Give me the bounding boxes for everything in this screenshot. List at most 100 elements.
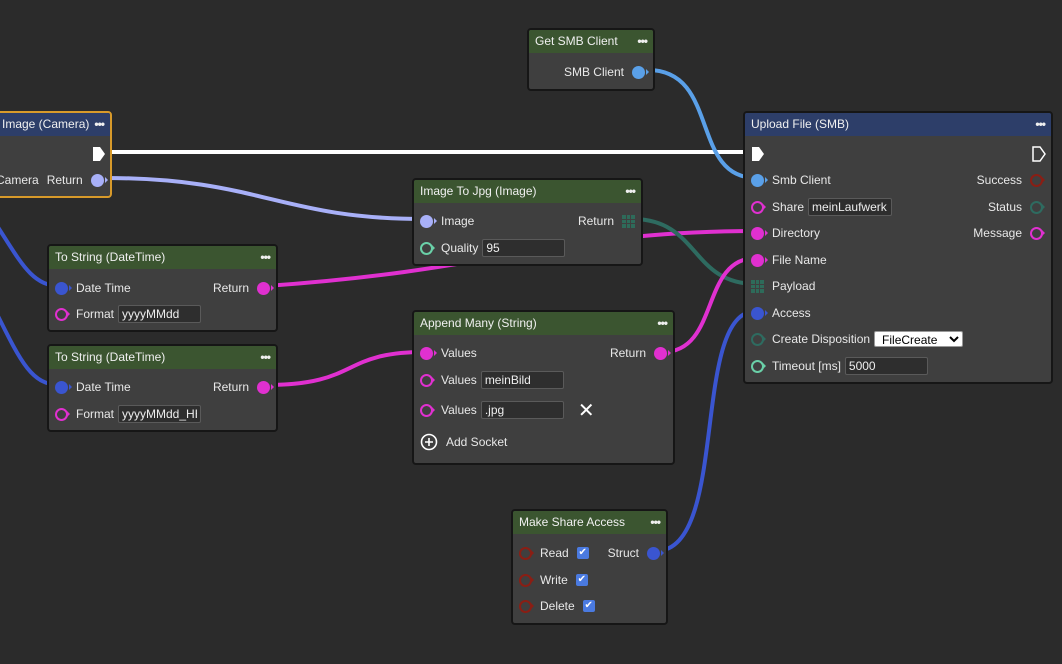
- node-get-smb-client[interactable]: Get SMB Client••• SMB Client: [527, 28, 655, 91]
- share-input[interactable]: [808, 198, 893, 216]
- node-image-to-jpg[interactable]: Image To Jpg (Image)••• Image Quality Re…: [412, 178, 643, 266]
- input-label: Values: [441, 403, 477, 417]
- filename-wire: [662, 256, 757, 354]
- smb-pin-icon[interactable]: [751, 173, 768, 187]
- delete-checkbox[interactable]: ✔: [582, 600, 595, 612]
- image-wire: [104, 176, 425, 221]
- node-title: Image (Camera): [2, 117, 90, 131]
- input-label: Format: [76, 307, 115, 321]
- output-label: Return: [212, 281, 249, 295]
- string-pin-icon[interactable]: [654, 346, 671, 360]
- timeout-input[interactable]: [844, 357, 928, 375]
- output-label: Status: [987, 200, 1022, 214]
- bytes-pin-icon[interactable]: [622, 214, 635, 228]
- struct-pin-icon[interactable]: [647, 546, 664, 560]
- payload-wire: [631, 217, 757, 286]
- bytes-pin-icon[interactable]: [751, 279, 764, 293]
- exec-out-icon[interactable]: [92, 146, 106, 162]
- node-make-share-access[interactable]: Make Share Access••• Read✔ Write✔ Delete…: [511, 509, 668, 625]
- number-pin-icon[interactable]: [751, 359, 766, 373]
- input-label: Values: [441, 346, 477, 360]
- node-upload-file-smb[interactable]: Upload File (SMB) ••• Smb Client Share Di…: [743, 111, 1053, 384]
- node-title: Make Share Access: [519, 515, 626, 529]
- output-label: Message: [973, 226, 1022, 240]
- add-socket-button[interactable]: Add Socket: [420, 432, 515, 452]
- input-label: Timeout [ms]: [772, 359, 841, 373]
- image-pin-icon[interactable]: [90, 173, 108, 187]
- input-label: Date Time: [76, 380, 131, 394]
- string-pin-icon[interactable]: [420, 403, 435, 417]
- output-label: Success: [976, 173, 1022, 187]
- string-pin-icon[interactable]: [751, 253, 768, 267]
- number-pin-icon[interactable]: [420, 241, 435, 255]
- filename-part-wire: [265, 350, 425, 387]
- string-pin-icon[interactable]: [751, 226, 768, 240]
- input-label: Write: [540, 573, 568, 587]
- values-input[interactable]: [480, 401, 564, 419]
- access-wire: [655, 309, 757, 553]
- format-input[interactable]: [118, 305, 202, 323]
- format-input[interactable]: [118, 405, 202, 423]
- bool-pin-icon[interactable]: [519, 546, 534, 560]
- output-label: Return: [577, 214, 614, 228]
- more-dots-icon[interactable]: •••: [650, 515, 661, 529]
- more-dots-icon[interactable]: •••: [625, 184, 636, 198]
- string-pin-icon[interactable]: [55, 407, 70, 421]
- image-pin-icon[interactable]: [420, 214, 437, 228]
- string-pin-icon[interactable]: [1030, 226, 1045, 240]
- output-label: Struct: [607, 546, 639, 560]
- values-input[interactable]: [480, 371, 564, 389]
- node-to-string-datetime-1[interactable]: To String (DateTime)••• Date Time Format…: [47, 244, 278, 332]
- read-checkbox[interactable]: ✔: [576, 547, 589, 559]
- struct-pin-icon[interactable]: [55, 380, 72, 394]
- string-pin-icon[interactable]: [751, 200, 766, 214]
- more-dots-icon[interactable]: •••: [657, 316, 668, 330]
- input-label: Smb Client: [772, 173, 831, 187]
- node-title: Upload File (SMB): [751, 117, 850, 131]
- output-label: Return: [609, 346, 646, 360]
- bool-pin-icon[interactable]: [1030, 173, 1045, 187]
- string-pin-icon[interactable]: [55, 307, 70, 321]
- enum-pin-icon[interactable]: [1030, 200, 1045, 214]
- input-label: Payload: [772, 279, 816, 293]
- bool-pin-icon[interactable]: [519, 599, 534, 613]
- input-label: Share: [772, 200, 805, 214]
- input-label: Format: [76, 407, 115, 421]
- remove-socket-icon[interactable]: ✕: [577, 399, 595, 422]
- quality-input[interactable]: [482, 239, 566, 257]
- add-socket-label: Add Socket: [446, 435, 508, 449]
- more-dots-icon[interactable]: •••: [1035, 117, 1046, 131]
- input-label: Camera: [0, 173, 39, 187]
- input-label: Read: [540, 546, 569, 560]
- input-label: Values: [441, 373, 477, 387]
- more-dots-icon[interactable]: •••: [94, 117, 105, 131]
- more-dots-icon[interactable]: •••: [260, 350, 271, 364]
- input-label: Directory: [772, 226, 821, 240]
- exec-out-icon[interactable]: [1032, 146, 1046, 162]
- input-label: Quality: [441, 241, 479, 255]
- node-append-many-string[interactable]: Append Many (String) ••• Values Values Va…: [412, 310, 675, 465]
- node-title: Get SMB Client: [535, 34, 618, 48]
- string-pin-icon[interactable]: [257, 380, 274, 394]
- more-dots-icon[interactable]: •••: [637, 34, 648, 48]
- bool-pin-icon[interactable]: [519, 573, 534, 587]
- more-dots-icon[interactable]: •••: [260, 250, 271, 264]
- create-disposition-select[interactable]: FileCreate: [874, 331, 964, 347]
- node-to-string-datetime-2[interactable]: To String (DateTime) ••• Date Time Format…: [47, 344, 278, 432]
- node-title: To String (DateTime): [55, 350, 166, 364]
- write-checkbox[interactable]: ✔: [575, 574, 588, 586]
- string-pin-icon[interactable]: [420, 373, 435, 387]
- node-title: Append Many (String): [420, 316, 537, 330]
- string-pin-icon[interactable]: [257, 281, 274, 295]
- input-label: Image: [441, 214, 475, 228]
- exec-in-icon[interactable]: [751, 146, 765, 162]
- smb-pin-icon[interactable]: [632, 65, 649, 79]
- output-label: Return: [212, 380, 249, 394]
- struct-pin-icon[interactable]: [55, 281, 72, 295]
- input-label: Access: [772, 306, 811, 320]
- string-pin-icon[interactable]: [420, 346, 437, 360]
- enum-pin-icon[interactable]: [751, 332, 766, 346]
- struct-pin-icon[interactable]: [751, 306, 768, 320]
